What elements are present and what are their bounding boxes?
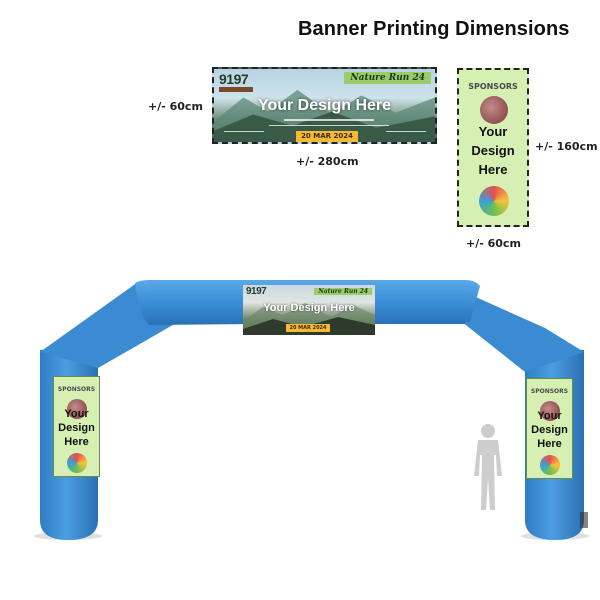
arch-right-sponsor-banner: SPONSORS Your Design Here (526, 378, 573, 479)
info-line (284, 119, 374, 121)
sponsors-heading: SPONSORS (57, 386, 96, 393)
design-line: Your (537, 410, 562, 422)
design-line: Here (64, 436, 89, 448)
design-line: Here (537, 438, 562, 450)
side-banner-width-label: +/- 60cm (466, 237, 521, 250)
design-line: Design (58, 422, 95, 434)
info-line (269, 125, 389, 126)
info-line (386, 131, 426, 132)
event-tagline: Nature Run 24 (314, 288, 372, 295)
sponsor-logo-icon (479, 186, 509, 216)
arch-top-banner: 9197 Nature Run 24 Your Design Here 20 M… (243, 285, 375, 335)
event-logo-underline (219, 87, 253, 92)
sponsor-logo-icon (540, 401, 560, 421)
mountains-graphic (214, 89, 435, 142)
page-title: Banner Printing Dimensions (298, 18, 570, 40)
sponsors-heading: SPONSORS (468, 82, 518, 91)
sponsor-logo-icon (67, 399, 87, 419)
design-placeholder-text: Your Design Here (459, 122, 527, 179)
arch-left-sponsor-banner: SPONSORS Your Design Here (53, 376, 100, 477)
side-banner-height-label: +/- 160cm (535, 140, 598, 153)
top-banner-width-label: +/- 280cm (296, 155, 359, 168)
sponsors-heading: SPONSORS (530, 388, 569, 395)
sponsor-banner-preview: SPONSORS Your Design Here (457, 68, 529, 227)
design-line: Here (478, 162, 508, 177)
design-line: Your (64, 408, 89, 420)
sponsor-logo-icon (480, 96, 508, 124)
design-line: Design (471, 143, 515, 158)
event-logo: 9197 (219, 71, 249, 87)
sponsor-logo-icon (67, 453, 87, 473)
info-line (224, 131, 264, 132)
top-banner-preview: 9197 Nature Run 24 Your Design Here 20 M… (212, 67, 437, 144)
design-placeholder-text: Your Design Here (263, 302, 355, 314)
sponsor-logo-icon (540, 455, 560, 475)
design-placeholder-text: Your Design Here (527, 409, 572, 451)
design-line: Your (478, 124, 508, 139)
event-tagline: Nature Run 24 (344, 72, 431, 84)
top-banner-height-label: +/- 60cm (148, 100, 203, 113)
design-placeholder-text: Your Design Here (257, 97, 392, 114)
event-date: 20 MAR 2024 (286, 324, 330, 332)
design-line: Design (531, 424, 568, 436)
event-logo: 9197 (246, 286, 267, 297)
design-placeholder-text: Your Design Here (54, 407, 99, 449)
person-silhouette-icon (474, 424, 502, 510)
event-date: 20 MAR 2024 (296, 131, 358, 142)
